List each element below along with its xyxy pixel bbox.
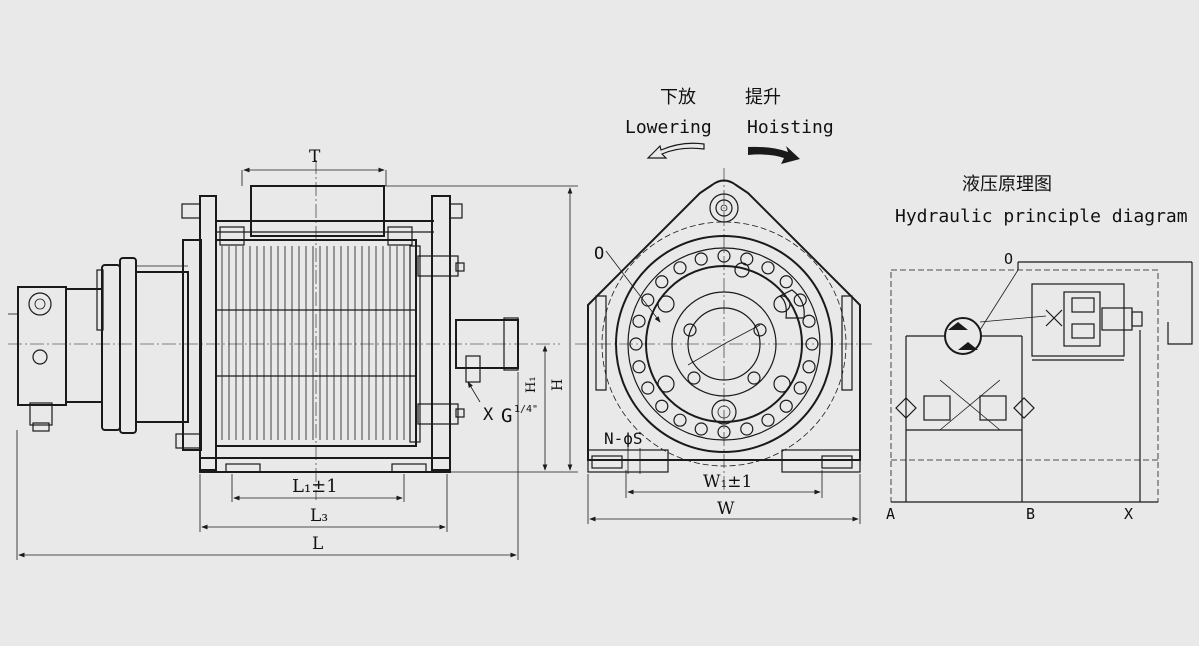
dim-H1-label: H₁ bbox=[524, 376, 539, 393]
motor-block bbox=[17, 286, 67, 406]
bolt-hole bbox=[655, 399, 669, 413]
front-view: 下放 Lowering 提升 Hoisting bbox=[575, 87, 872, 524]
hydraulic-boundary bbox=[890, 269, 1159, 503]
lowering-arrow-icon bbox=[646, 142, 705, 159]
dim-L-label: L bbox=[312, 534, 323, 554]
bolt-hole bbox=[802, 314, 816, 328]
hydraulic-title-cn: 液压原理图 bbox=[962, 174, 1052, 195]
bolt-ring bbox=[629, 249, 819, 439]
bolt-hole bbox=[655, 275, 669, 289]
dim-T-label: T bbox=[309, 147, 321, 167]
hoisting-cn-label: 提升 bbox=[745, 87, 781, 108]
dim-W1-label: W₁±1 bbox=[703, 472, 752, 492]
dim-L1-label: L₁±1 bbox=[292, 476, 338, 497]
dim-N-phiS-label: N-ϕS bbox=[604, 429, 643, 448]
lowering-cn-label: 下放 bbox=[660, 87, 696, 108]
port-X-label: X bbox=[1124, 505, 1133, 523]
port-thread-label: G bbox=[501, 405, 512, 427]
front-label-O: O bbox=[594, 244, 604, 264]
dim-L3-label: L₃ bbox=[310, 506, 328, 526]
bolt-hole bbox=[761, 261, 775, 275]
bolt-hole bbox=[632, 314, 646, 328]
valve-icon bbox=[28, 292, 52, 316]
bolt-hole bbox=[793, 293, 807, 307]
lowering-label: Lowering bbox=[625, 117, 712, 138]
port-thread-fraction: 1/4" bbox=[514, 404, 538, 415]
bolt-hole bbox=[793, 381, 807, 395]
winch-housing bbox=[587, 179, 861, 461]
bolt-hole bbox=[632, 360, 646, 374]
hoisting-arrow-icon bbox=[748, 146, 800, 164]
bolt-hole bbox=[802, 360, 816, 374]
hydraulic-title-en: Hydraulic principle diagram bbox=[895, 206, 1188, 227]
bolt-hole bbox=[673, 413, 687, 427]
port-x-label: X bbox=[483, 405, 494, 425]
port-O-label: O bbox=[1004, 250, 1013, 268]
side-view: X G 1/4" T H H₁ L₁±1 L₃ L bbox=[8, 147, 578, 560]
drum-guard bbox=[250, 185, 385, 237]
bolt-hole bbox=[779, 399, 793, 413]
dim-W-label: W bbox=[717, 499, 735, 519]
hoisting-label: Hoisting bbox=[747, 117, 834, 138]
bolt-hole bbox=[641, 381, 655, 395]
bolt-hole bbox=[761, 413, 775, 427]
hydraulic-diagram: 液压原理图 Hydraulic principle diagram O bbox=[886, 174, 1193, 523]
bolt-hole bbox=[779, 275, 793, 289]
winch-drum bbox=[215, 239, 417, 447]
bolt-hole bbox=[694, 252, 708, 266]
bolt-hole bbox=[673, 261, 687, 275]
bolt-hole bbox=[694, 422, 708, 436]
port-A-label: A bbox=[886, 505, 895, 523]
dim-H-label: H bbox=[550, 379, 566, 391]
bolt-hole bbox=[740, 422, 754, 436]
port-B-label: B bbox=[1026, 505, 1035, 523]
